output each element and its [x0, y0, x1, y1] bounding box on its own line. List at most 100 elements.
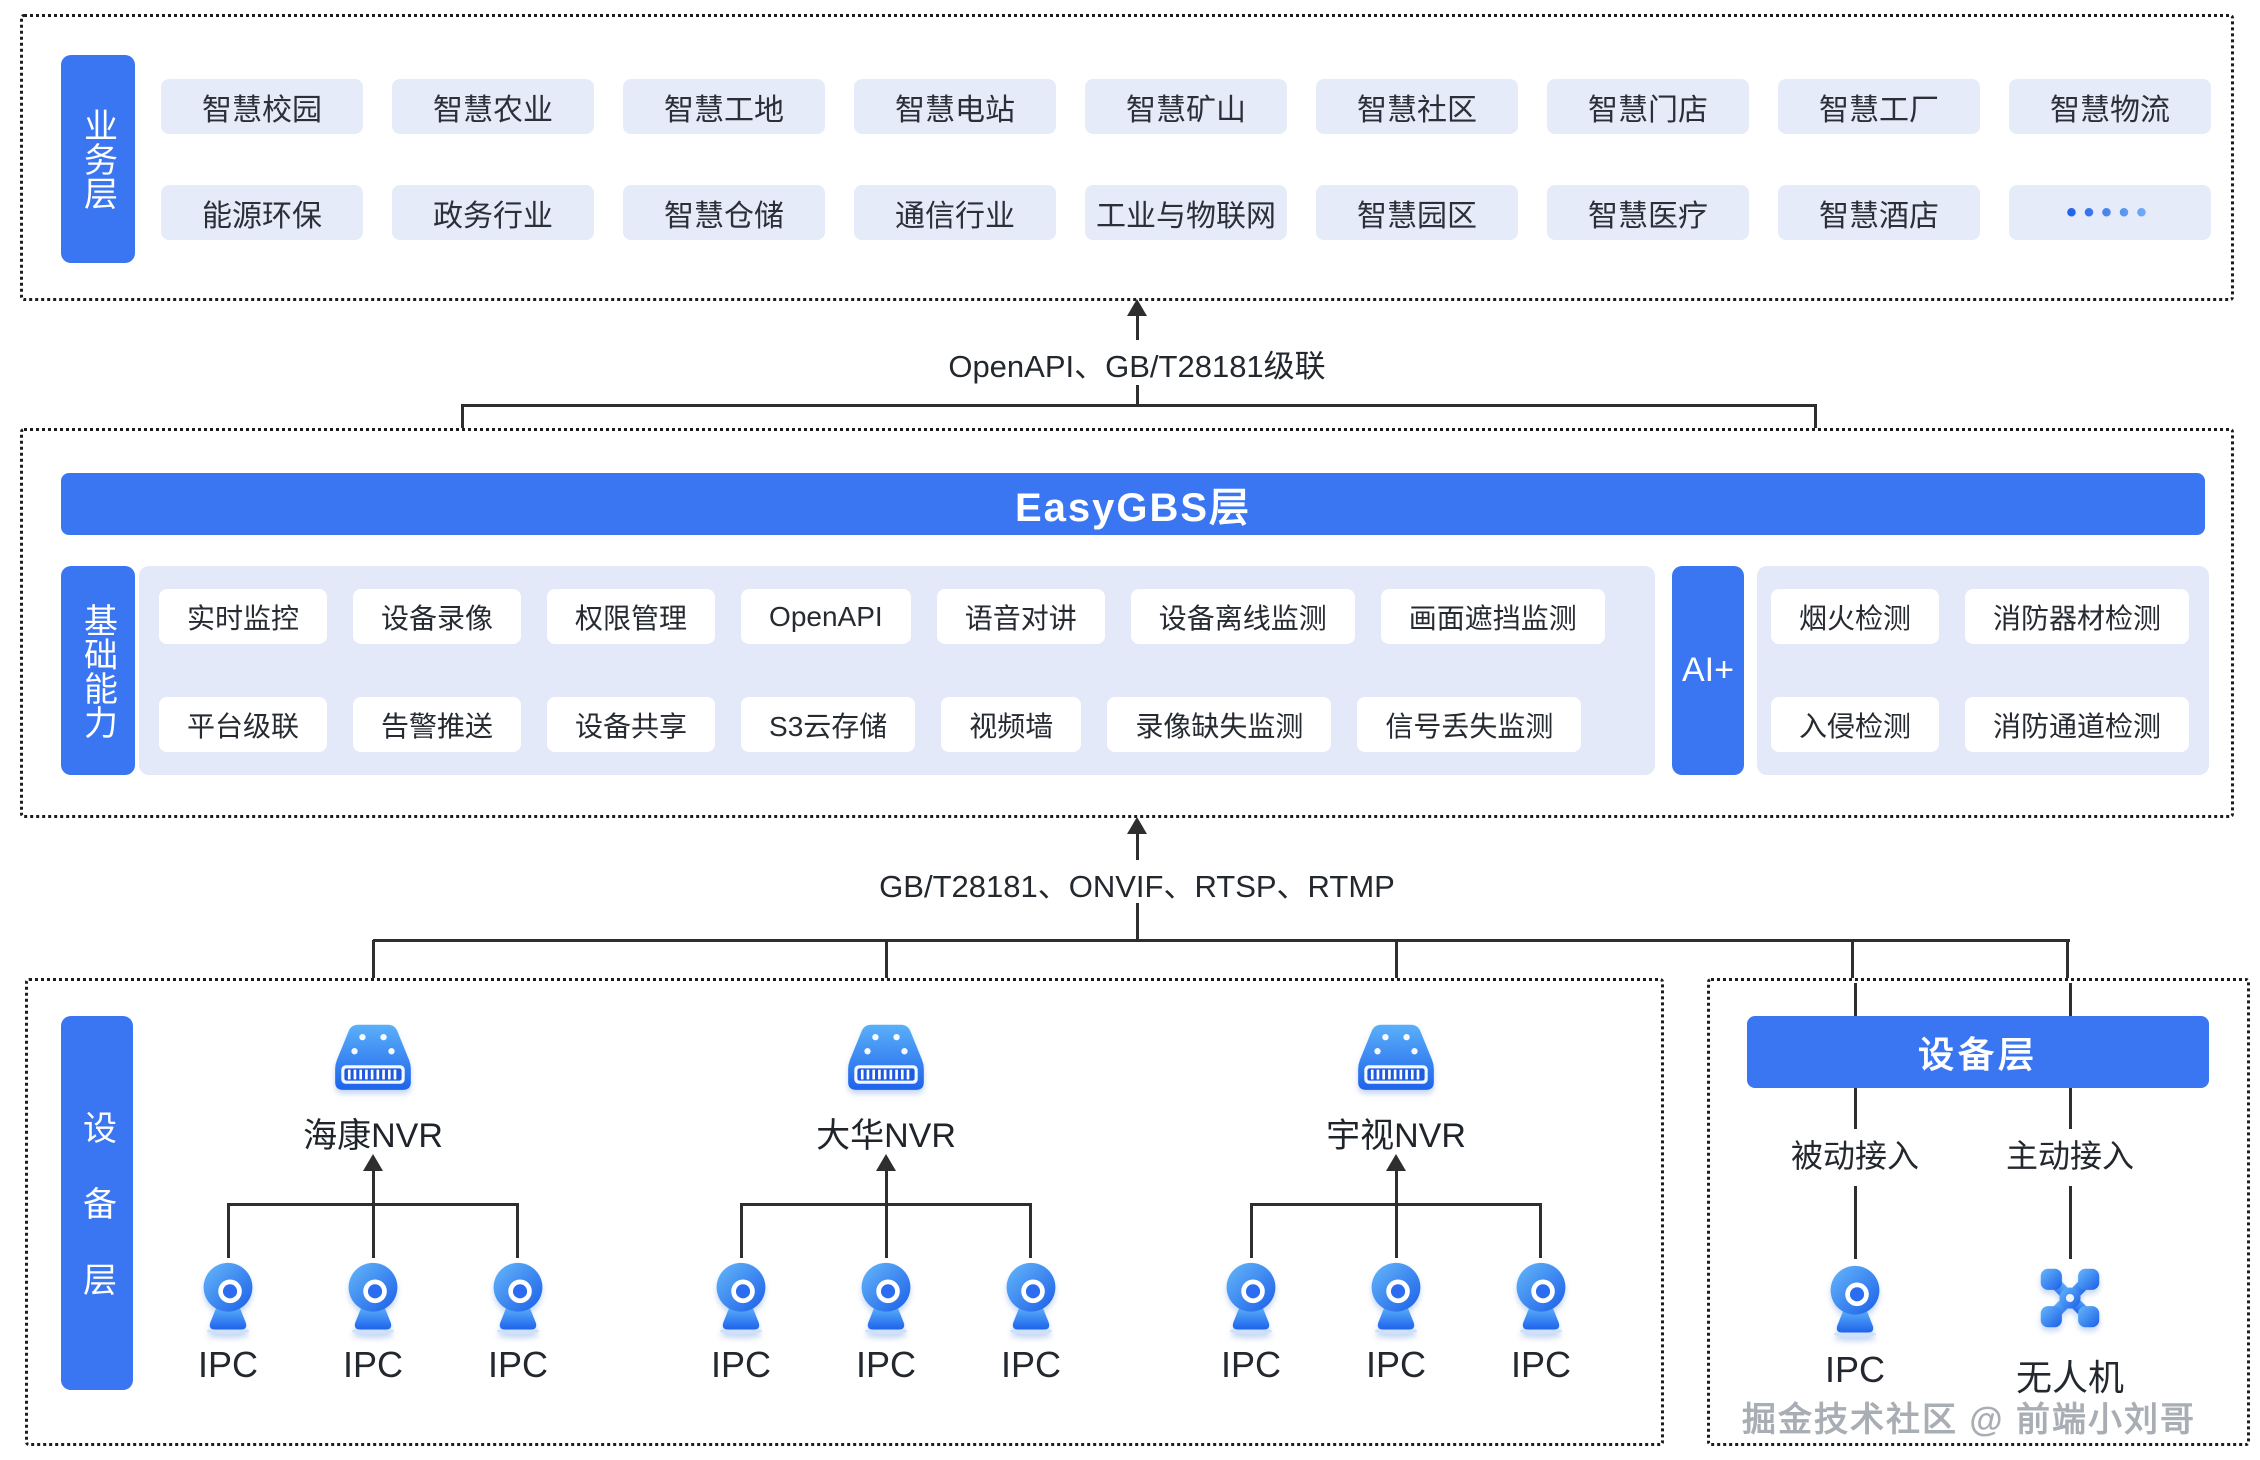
connector-line — [2066, 940, 2069, 1014]
device-layer-label-text: 设备层 — [77, 1110, 116, 1338]
connector-line — [372, 1203, 375, 1258]
easygbs-banner: EasyGBS层 — [61, 473, 2205, 535]
ipc-label: IPC — [855, 1344, 916, 1385]
ipc-label: IPC — [342, 1344, 403, 1385]
connector-line — [1395, 1170, 1398, 1204]
connector-line — [372, 1170, 375, 1204]
nvr-group-uniview: 宇视NVR IPC IPC IPC — [1221, 1022, 1571, 1422]
ai-capability-chip: 消防器材检测 — [1965, 589, 2190, 644]
connector-line — [1854, 1186, 1857, 1259]
connector-line — [1136, 903, 1139, 940]
connector-line — [1854, 1088, 1857, 1129]
connector-line — [1250, 1203, 1253, 1258]
connector-line — [1136, 385, 1139, 404]
business-chip: 智慧农业 — [392, 79, 594, 134]
ipc-label: IPC — [1000, 1344, 1061, 1385]
business-chip: 智慧校园 — [161, 79, 363, 134]
arrow-up-icon — [1127, 817, 1147, 834]
more-items-chip: ••••• — [2009, 185, 2211, 240]
capability-chip: 告警推送 — [353, 697, 522, 752]
business-row-1: 智慧校园 智慧农业 智慧工地 智慧电站 智慧矿山 智慧社区 智慧门店 智慧工厂 … — [161, 79, 2211, 134]
business-layer-box: 业务层 智慧校园 智慧农业 智慧工地 智慧电站 智慧矿山 智慧社区 智慧门店 智… — [20, 14, 2234, 301]
ai-row-1: 烟火检测 消防器材检测 — [1771, 589, 2209, 644]
capability-label: 基础能力 — [61, 566, 135, 775]
access-mode-label: 主动接入 — [2005, 1138, 2134, 1174]
arrow-up-icon — [1127, 299, 1147, 316]
arrow-up-icon — [363, 1154, 383, 1171]
ipc-camera-icon — [1818, 1261, 1892, 1339]
business-chip: 智慧电站 — [854, 79, 1056, 134]
ai-row-2: 入侵检测 消防通道检测 — [1771, 697, 2209, 752]
capabilities-row-1: 实时监控 设备录像 权限管理 OpenAPI 语音对讲 设备离线监测 画面遮挡监… — [159, 589, 1655, 644]
arrow-up-icon — [876, 1154, 896, 1171]
business-chip: 智慧酒店 — [1778, 185, 1980, 240]
ipc-camera-icon — [1504, 1258, 1578, 1336]
business-chip: 智慧矿山 — [1085, 79, 1287, 134]
capabilities-panel: 实时监控 设备录像 权限管理 OpenAPI 语音对讲 设备离线监测 画面遮挡监… — [139, 566, 1655, 775]
easygbs-layer-box: EasyGBS层 基础能力 实时监控 设备录像 权限管理 OpenAPI 语音对… — [20, 428, 2234, 818]
capability-chip: 设备共享 — [547, 697, 716, 752]
capability-chip: 平台级联 — [159, 697, 328, 752]
connector-line — [2069, 1186, 2072, 1259]
ai-capabilities-panel: 烟火检测 消防器材检测 入侵检测 消防通道检测 — [1757, 566, 2209, 775]
nvr-name: 大华NVR — [816, 1117, 956, 1155]
capability-chip: 语音对讲 — [936, 589, 1105, 644]
ipc-camera-icon — [994, 1258, 1068, 1336]
arrow-up-icon — [1386, 1154, 1406, 1171]
connector-line — [885, 1170, 888, 1204]
ai-capability-chip: 入侵检测 — [1771, 697, 1940, 752]
connector-bracket — [461, 404, 1817, 407]
ipc-camera-icon — [849, 1258, 923, 1336]
ellipsis-dots-icon: ••••• — [2066, 195, 2154, 229]
nvr-name: 海康NVR — [303, 1117, 443, 1155]
business-layer-label-text: 业务层 — [78, 108, 117, 210]
ipc-camera-icon — [704, 1258, 778, 1336]
access-device-label: IPC — [1824, 1349, 1885, 1390]
connector-line — [740, 1203, 743, 1258]
access-panel-banner: 设备层 — [1747, 1016, 2209, 1088]
ipc-label: IPC — [197, 1344, 258, 1385]
access-device-label: 无人机 — [2015, 1357, 2124, 1398]
capability-chip: 视频墙 — [941, 697, 1082, 752]
business-chip: 工业与物联网 — [1085, 185, 1287, 240]
capabilities-row-2: 平台级联 告警推送 设备共享 S3云存储 视频墙 录像缺失监测 信号丢失监测 — [159, 697, 1655, 752]
ipc-camera-icon — [191, 1258, 265, 1336]
nvr-icon — [842, 1022, 930, 1098]
nvr-icon — [329, 1022, 417, 1098]
connector-line — [1539, 1203, 1542, 1258]
business-row-2: 能源环保 政务行业 智慧仓储 通信行业 工业与物联网 智慧园区 智慧医疗 智慧酒… — [161, 185, 2211, 240]
capability-chip: S3云存储 — [741, 697, 916, 752]
connector-line — [227, 1203, 230, 1258]
ipc-label: IPC — [1510, 1344, 1571, 1385]
ai-capability-chip: 消防通道检测 — [1965, 697, 2190, 752]
capability-chip: 设备录像 — [353, 589, 522, 644]
connector-line — [1851, 940, 1854, 1014]
bottom-protocol-label: GB/T28181、ONVIF、RTSP、RTMP — [879, 869, 1395, 904]
connector-line — [1854, 983, 1857, 1016]
drone-icon — [2031, 1259, 2109, 1337]
top-protocol-label: OpenAPI、GB/T28181级联 — [948, 349, 1326, 384]
business-chip: 智慧物流 — [2009, 79, 2211, 134]
business-chip: 通信行业 — [854, 185, 1056, 240]
ai-plus-label: AI+ — [1672, 566, 1744, 775]
ipc-label: IPC — [710, 1344, 771, 1385]
connector-line — [885, 1203, 888, 1258]
business-chip: 智慧工地 — [623, 79, 825, 134]
capability-chip: 实时监控 — [159, 589, 328, 644]
ai-capability-chip: 烟火检测 — [1771, 589, 1940, 644]
capability-chip: 权限管理 — [547, 589, 716, 644]
connector-line — [1136, 833, 1139, 860]
ipc-label: IPC — [1365, 1344, 1426, 1385]
capability-chip: 录像缺失监测 — [1107, 697, 1332, 752]
capability-chip: 画面遮挡监测 — [1380, 589, 1605, 644]
business-chip: 智慧工厂 — [1778, 79, 1980, 134]
connector-line — [1029, 1203, 1032, 1258]
business-chip: 智慧门店 — [1547, 79, 1749, 134]
capability-chip: OpenAPI — [741, 589, 911, 644]
connector-line — [516, 1203, 519, 1258]
ipc-camera-icon — [1359, 1258, 1433, 1336]
nvr-icon — [1352, 1022, 1440, 1098]
business-chip: 智慧社区 — [1316, 79, 1518, 134]
capability-chip: 信号丢失监测 — [1357, 697, 1582, 752]
